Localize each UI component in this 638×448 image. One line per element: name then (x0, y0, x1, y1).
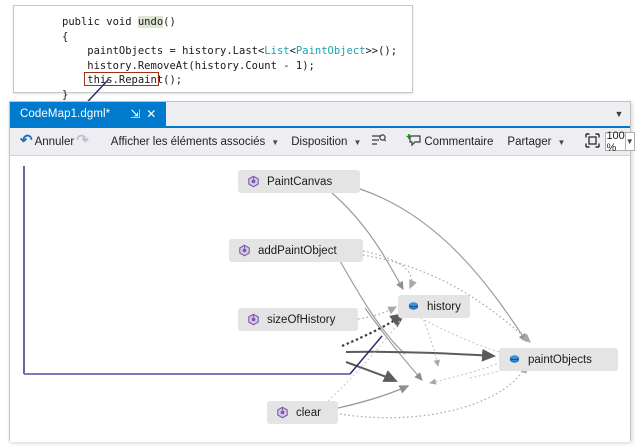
node-label: history (427, 300, 461, 313)
code-line-1-post: () (163, 16, 176, 28)
node-addpaintobject[interactable]: addPaintObject (229, 239, 363, 262)
fit-to-screen-icon (585, 132, 601, 151)
tab-strip-spacer (166, 102, 608, 126)
tab-title: CodeMap1.dgml* (20, 108, 111, 120)
chevron-down-icon: ▼ (353, 138, 362, 147)
undo-label: Annuler (34, 135, 75, 148)
add-comment-icon (406, 133, 422, 150)
zoom-chevron-down-icon[interactable]: ▼ (625, 132, 635, 151)
node-label: PaintCanvas (267, 175, 333, 188)
show-related-button[interactable]: Afficher les éléments associés ▼ (104, 131, 284, 152)
close-icon[interactable]: ✕ (146, 107, 157, 121)
fit-to-screen-button[interactable] (580, 131, 605, 152)
codemap-window: CodeMap1.dgml* ⇲ ✕ ▼ ↷ Annuler ↷ Affiche… (9, 101, 635, 442)
comment-button[interactable]: Commentaire (401, 131, 500, 152)
comment-label: Commentaire (424, 135, 494, 148)
code-callout-panel: public void undo() { paintObjects = hist… (13, 5, 413, 101)
chevron-down-icon: ▼ (271, 138, 280, 147)
code-line-3-a: paintObjects = history.Last< (62, 45, 265, 57)
zoom-input[interactable]: 100 % (605, 129, 626, 154)
repaint-emphasis-box (84, 72, 159, 86)
code-line-6: } (62, 88, 69, 101)
node-label: sizeOfHistory (267, 313, 336, 326)
method-cube-icon (238, 244, 251, 257)
undo-arrow-icon: ↷ (20, 132, 33, 149)
method-cube-icon (276, 406, 289, 419)
method-cube-icon (247, 313, 260, 326)
pin-icon[interactable]: ⇲ (130, 107, 141, 121)
show-related-label: Afficher les éléments associés (110, 135, 266, 148)
flow-filter-icon (371, 133, 387, 150)
node-sizeofhistory[interactable]: sizeOfHistory (238, 308, 358, 331)
code-line-3-type2: PaintObject (295, 45, 366, 57)
field-icon (508, 353, 521, 366)
redo-arrow-icon[interactable]: ↷ (76, 132, 89, 149)
tab-strip: CodeMap1.dgml* ⇲ ✕ ▼ (10, 102, 630, 128)
node-label: paintObjects (528, 353, 592, 366)
codemap-canvas[interactable]: PaintCanvas addPaintObject sizeOfHis (10, 156, 630, 442)
node-label: clear (296, 406, 321, 419)
node-paintobjects[interactable]: paintObjects (499, 348, 618, 371)
code-line-3-type1: List (264, 45, 290, 57)
code-line-3-c: >>(); (365, 45, 398, 57)
layout-label: Disposition (291, 135, 348, 148)
code-line-1-highlight: undo (137, 16, 164, 28)
undo-button[interactable]: ↷ Annuler ↷ (15, 131, 94, 152)
code-line-2: { (62, 30, 69, 43)
field-icon (407, 300, 420, 313)
graph-edges (327, 188, 531, 419)
node-paintcanvas[interactable]: PaintCanvas (238, 170, 360, 193)
node-label: addPaintObject (258, 244, 337, 257)
node-clear[interactable]: clear (267, 401, 338, 424)
code-line-1-keyword: public void (62, 16, 138, 28)
tab-codemap1-dgml[interactable]: CodeMap1.dgml* ⇲ ✕ (10, 102, 167, 126)
chevron-down-icon: ▼ (557, 138, 566, 147)
code-text: public void undo() { paintObjects = hist… (62, 15, 397, 102)
tab-overflow-chevron-down-icon[interactable]: ▼ (614, 109, 624, 119)
share-button[interactable]: Partager ▼ (500, 131, 570, 152)
share-label: Partager (507, 135, 552, 148)
method-cube-icon (247, 175, 260, 188)
node-history[interactable]: history (398, 295, 470, 318)
layout-button[interactable]: Disposition ▼ (284, 131, 366, 152)
code-line-4: history.RemoveAt(history.Count - 1); (62, 59, 315, 72)
codemap-toolbar: ↷ Annuler ↷ Afficher les éléments associ… (10, 128, 635, 156)
code-line-3-b: < (289, 45, 296, 57)
flow-filter-button[interactable] (366, 131, 391, 152)
